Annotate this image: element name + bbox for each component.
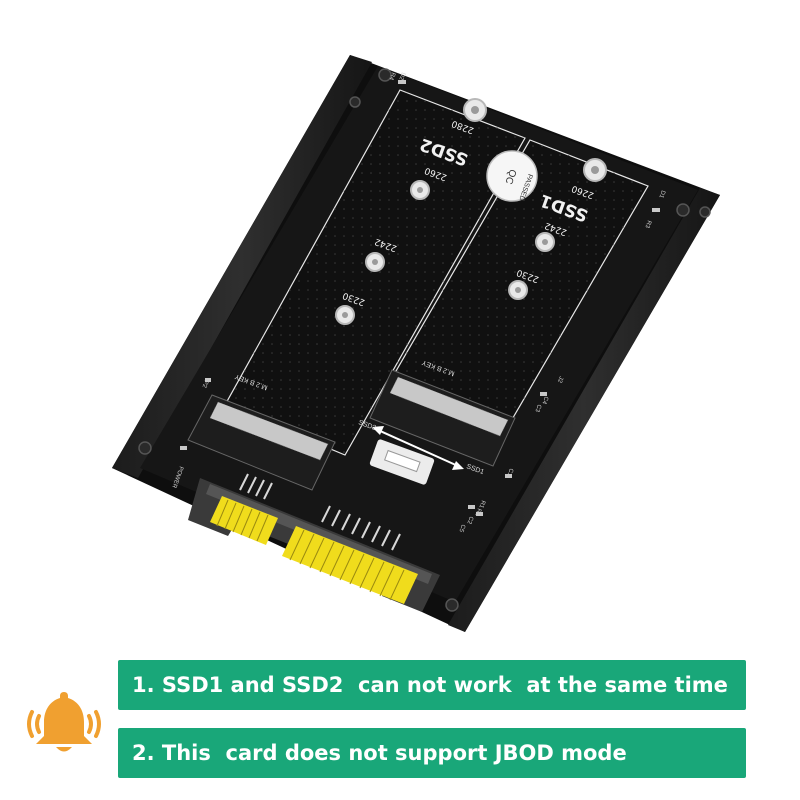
marking-c5: C5 [457,523,465,533]
marking-c1: C1 [505,467,513,477]
marking-c3: C3 [533,403,541,413]
note-line-2: 2. This card does not support JBOD mode [118,728,746,778]
product-photo: QC PASSED SSD2 SSD1 2280 2260 2242 2230 … [112,55,720,632]
note-line-1: 1. SSD1 and SSD2 can not work at the sam… [118,660,746,710]
marking-c2: C2 [465,515,473,525]
left-rail [112,55,372,478]
marking-r4: R4 [387,71,395,81]
marking-r2: R2 [473,507,481,517]
marking-j2: J2 [556,375,564,384]
marking-r3: R3 [643,219,651,229]
marking-d1: D1 [657,189,665,199]
qc-label: QC [503,168,518,186]
ssd2-slot [224,89,526,456]
right-rail [448,188,720,632]
sata-connector [188,473,440,612]
marking-p2: P2 [200,379,208,389]
corner-screws [138,68,711,612]
m2-connector-ssd2: M.2 B KEY [187,372,336,491]
marking-c4: C4 [540,395,548,405]
qc-passed-sticker: QC PASSED [486,150,538,202]
marking-r1: R1 [477,499,485,509]
bell-ringing-icon [27,692,101,752]
marking-d2: D2 [397,71,405,81]
